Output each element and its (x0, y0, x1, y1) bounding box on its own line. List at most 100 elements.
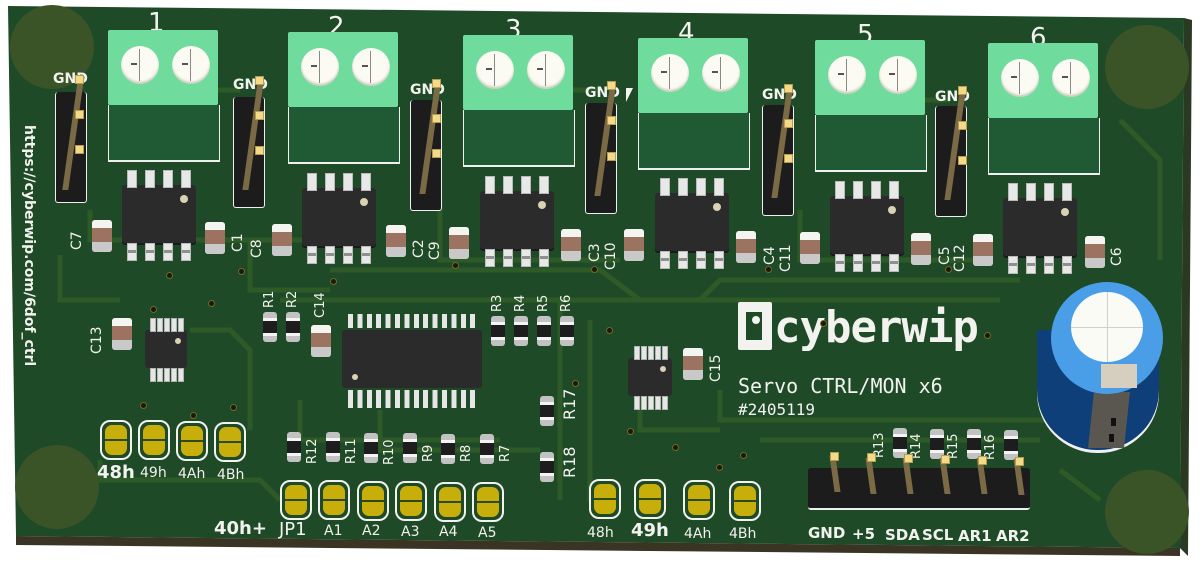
label-r5: R5 (536, 294, 551, 312)
header-pin (75, 75, 84, 84)
resistor-r1 (263, 312, 277, 342)
label-c8: C8 (249, 239, 265, 258)
label-c2: C2 (411, 239, 427, 258)
label-r6: R6 (559, 294, 574, 312)
io-pin-sda (904, 454, 913, 463)
jumper-pad-left-4ah[interactable] (176, 421, 208, 461)
screw-icon (828, 56, 866, 94)
header-pin (75, 110, 84, 119)
capacitor-c5 (911, 233, 931, 265)
jumper-pad-right-4bh[interactable] (729, 481, 761, 521)
soic-ic-5 (830, 196, 904, 254)
label-r17: R17 (560, 388, 579, 420)
label-c12: C12 (952, 244, 968, 272)
screw-icon (651, 54, 689, 92)
jumper-pad-left-49h[interactable] (138, 420, 170, 460)
label-c14: C14 (313, 292, 328, 318)
screw-icon (301, 48, 339, 86)
screw-icon (352, 48, 390, 86)
resistor-r5 (537, 316, 551, 346)
screw-icon (121, 46, 159, 84)
screw-icon (476, 51, 514, 89)
jumper-label-a2: A2 (362, 523, 381, 539)
resistor-r17 (540, 396, 554, 426)
resistor-r8 (441, 434, 455, 464)
jumper-label-a5: A5 (478, 525, 497, 541)
jumper-label-left-4bh: 4Bh (217, 467, 245, 483)
resistor-r2 (286, 312, 300, 342)
jumper-label-a1: A1 (324, 523, 343, 539)
label-r7: R7 (498, 444, 513, 462)
io-label-scl: SCL (922, 526, 954, 544)
label-r2: R2 (285, 290, 300, 308)
jumper-pad-a5[interactable] (472, 482, 504, 522)
jumper-label-right-4bh: 4Bh (729, 526, 757, 542)
screw-icon (172, 46, 210, 84)
terminal-block-2 (288, 32, 400, 164)
tssop-ic-main (342, 330, 482, 388)
tssop-bottom-legs (348, 390, 478, 408)
channel-number-1: 1 (148, 8, 165, 38)
soic-ic-1 (122, 185, 196, 243)
capacitor-c14 (311, 325, 331, 357)
label-c4: C4 (762, 246, 778, 265)
capacitor-c13 (112, 318, 132, 350)
label-c15: C15 (708, 354, 724, 382)
resistor-r11 (326, 432, 340, 462)
electrolytic-capacitor (1035, 282, 1165, 452)
soic-ic-2 (302, 188, 376, 246)
resistor-r3 (491, 316, 505, 346)
label-c3: C3 (587, 243, 603, 262)
capacitor-c3 (561, 229, 581, 261)
mounting-hole-bottom-left (15, 445, 99, 529)
capacitor-c1 (205, 222, 225, 254)
jumper-label-left-4ah: 4Ah (178, 466, 206, 482)
screw-icon (1001, 59, 1039, 97)
io-pin-5v (867, 453, 876, 462)
label-r12: R12 (305, 438, 320, 464)
soic-ic-4 (655, 193, 729, 251)
jumper-label-right-49h: 49h (631, 520, 669, 541)
jumper-pad-right-49h[interactable] (634, 479, 666, 519)
capacitor-c2 (386, 225, 406, 257)
terminal-block-4 (638, 38, 750, 170)
terminal-block-3 (463, 35, 575, 167)
soic-ic-3 (480, 191, 554, 249)
terminal-block-5 (815, 40, 927, 172)
jumper-pad-a1[interactable] (318, 480, 350, 520)
jumper-label-right-48h: 48h (587, 525, 614, 541)
board-part-number: #2405119 (738, 400, 816, 419)
capacitor-c4 (736, 231, 756, 263)
jumper-pad-left-48h[interactable] (100, 420, 132, 460)
label-c6: C6 (1109, 247, 1125, 266)
resistor-r9 (403, 433, 417, 463)
io-label-ar2: AR2 (996, 527, 1030, 545)
label-r11: R11 (344, 438, 359, 464)
mounting-hole-top-right (1105, 25, 1189, 109)
jumper-label-a4: A4 (439, 524, 458, 540)
jumper-pad-a3[interactable] (395, 481, 427, 521)
io-label-gnd: GND (808, 524, 846, 542)
capacitor-c10 (624, 229, 644, 261)
jumper-pad-a2[interactable] (357, 481, 389, 521)
resistor-r6 (560, 316, 574, 346)
jumper-label-jp1: JP1 (279, 519, 307, 540)
jumper-pad-jp1[interactable] (280, 480, 312, 520)
jumper-pad-left-4bh[interactable] (214, 422, 246, 462)
io-pin-ar2 (1015, 457, 1024, 466)
io-pin-ar1 (978, 456, 987, 465)
label-r4: R4 (513, 294, 528, 312)
resistor-r4 (514, 316, 528, 346)
io-pin-scl (941, 455, 950, 464)
resistor-r16 (1004, 430, 1018, 460)
board-subtitle: Servo CTRL/MON x6 (738, 374, 943, 398)
io-pin-gnd (830, 452, 839, 461)
jumper-pad-a4[interactable] (434, 482, 466, 522)
screw-icon (702, 54, 740, 92)
resistor-r14 (930, 429, 944, 459)
jumper-pad-right-4ah[interactable] (683, 480, 715, 520)
label-c5: C5 (937, 246, 953, 265)
label-r10: R10 (382, 439, 397, 465)
cyberwip-logo-icon (738, 302, 772, 350)
jumper-pad-right-48h[interactable] (589, 479, 621, 519)
